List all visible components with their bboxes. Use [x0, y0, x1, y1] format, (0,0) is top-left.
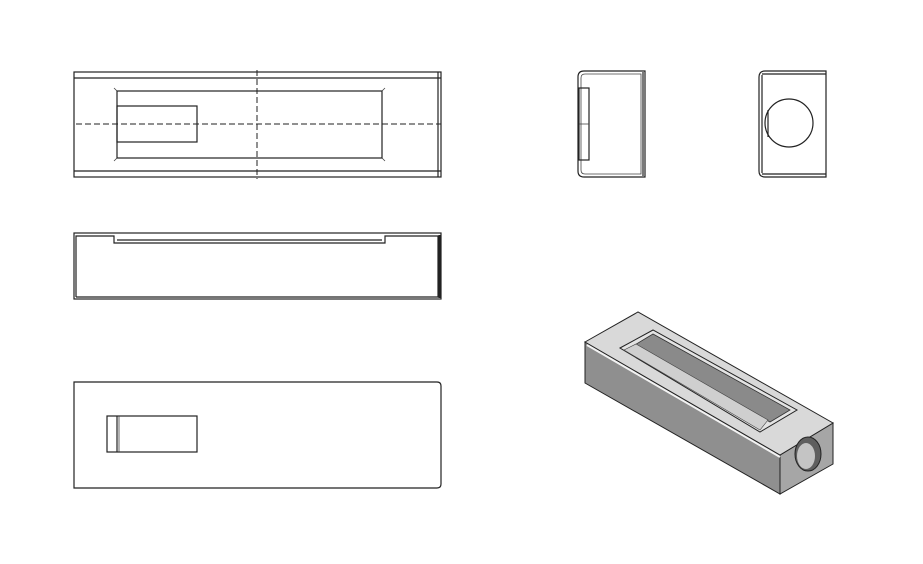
bottom-view: [73, 381, 442, 489]
through-hole: [764, 98, 814, 148]
bottom-view-outline: [73, 381, 442, 489]
right-side-view: [758, 70, 827, 178]
left-side-view: [577, 70, 646, 178]
bottom-slot: [106, 415, 198, 453]
top-view: [73, 70, 442, 179]
front-view-outline: [73, 232, 442, 300]
front-view: [73, 232, 442, 300]
isometric-view: [583, 311, 834, 495]
